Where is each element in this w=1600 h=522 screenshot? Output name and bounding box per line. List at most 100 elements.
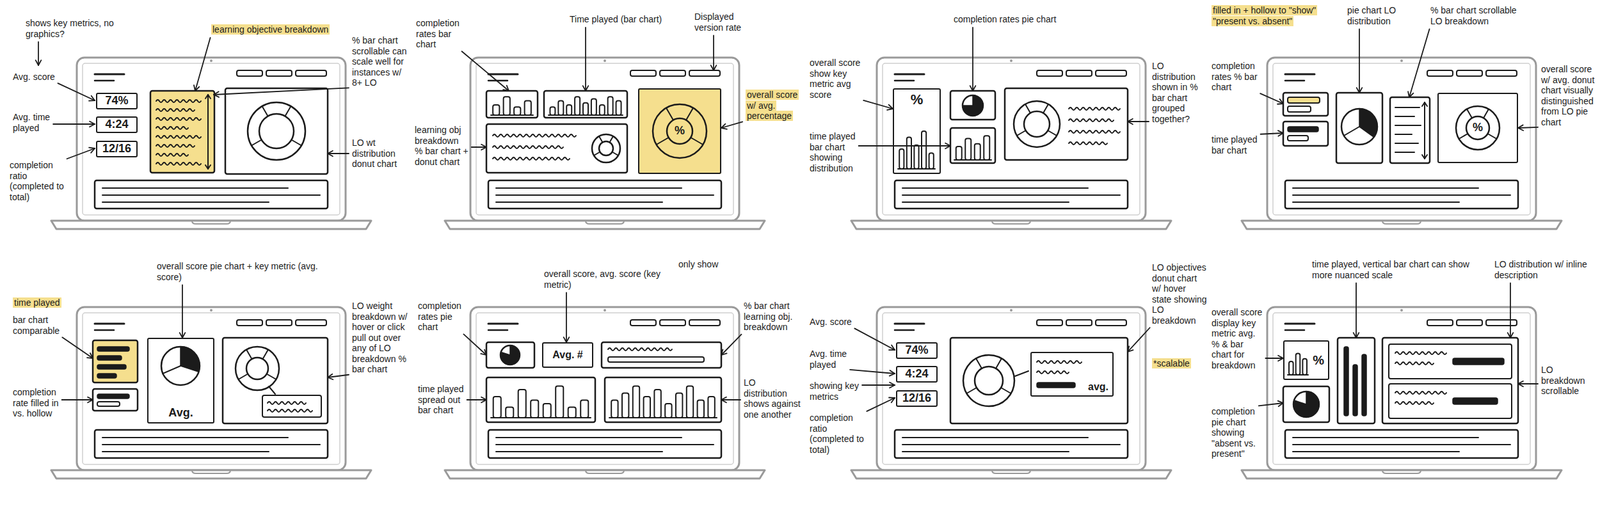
sketch-box (707, 396, 715, 418)
annotation: time played (12, 297, 68, 309)
leader-arrowhead (713, 65, 717, 71)
annotation-text: filled in + hollow to "show" "present vs… (1211, 5, 1318, 27)
scribble-text (156, 153, 189, 157)
metric-value: Avg. # (552, 349, 583, 361)
leader-arrowhead (1518, 384, 1524, 387)
annotation-text: Time played (bar chart) (569, 14, 662, 25)
chart-circle (259, 113, 294, 149)
leader-line (471, 146, 487, 148)
metric-box: 74% (96, 92, 138, 110)
leader-arrowhead (89, 121, 95, 125)
sketch-line (1285, 329, 1305, 332)
chart-circle (592, 134, 621, 163)
sketch-line (94, 323, 125, 326)
sketch-line (894, 73, 925, 76)
sketch-box (555, 386, 564, 419)
sketch-line (612, 152, 619, 157)
sketch-line (656, 137, 669, 145)
sketch-box (1361, 354, 1367, 416)
leader-arrowhead (327, 374, 333, 378)
leader-arrowhead (327, 153, 333, 157)
annotation: completion rates pie chart (953, 14, 1069, 25)
leader-line (854, 328, 895, 351)
annotation: Time played (bar chart) (569, 14, 685, 25)
leader-arrowhead (179, 332, 183, 338)
sketch-line (1292, 187, 1479, 189)
annotation: completion rates % bar chart (1211, 60, 1266, 93)
laptop-screen (82, 312, 340, 465)
laptop-base (1241, 470, 1562, 479)
scribble-text (156, 108, 195, 112)
laptop-screen (882, 312, 1140, 465)
sketch-box (1285, 430, 1519, 459)
sketch-box (486, 377, 596, 423)
leader-line (862, 384, 895, 386)
chart-circle (963, 355, 1015, 407)
annotation: showing key metrics (809, 380, 868, 402)
annotation-text: % bar chart scrollable can scale well fo… (352, 35, 408, 88)
metric-value: 4:24 (104, 118, 128, 132)
leader-arrowhead (1278, 401, 1284, 404)
leader-line (327, 152, 349, 155)
sketch-line (1025, 104, 1031, 114)
leader-arrowhead (193, 85, 196, 91)
metric-value: % (674, 124, 685, 138)
annotation: overall score show key metric avg score (809, 57, 871, 100)
sketch-line (686, 108, 694, 121)
leader-line (213, 87, 349, 95)
leader-arrowhead (1278, 130, 1284, 134)
annotation-text: Avg. time played (809, 348, 847, 370)
sketch-line (1483, 109, 1489, 119)
sketch-box (295, 320, 327, 326)
sketch-box (1283, 121, 1328, 146)
annotation-text: overall score display key metric avg. % … (1211, 307, 1263, 371)
annotation: completion pie chart showing "absent vs.… (1211, 406, 1266, 460)
sketch-box (950, 90, 996, 120)
annotation: time played spread out bar chart (417, 384, 468, 416)
leader-arrowhead (887, 108, 893, 111)
sketch-box (921, 131, 927, 169)
sketch-box (92, 389, 138, 411)
sketch-box (894, 430, 1128, 459)
leader-line (1127, 327, 1151, 352)
leader-arrowhead (481, 397, 487, 400)
sketch-line (1285, 73, 1315, 76)
scribble-text (608, 348, 672, 351)
leader-arrowhead (585, 85, 589, 91)
sketch-box (604, 377, 722, 423)
sketch-box (1388, 344, 1512, 379)
sketch-box (632, 386, 640, 419)
laptop-lid (76, 307, 346, 471)
sketch-line (94, 73, 125, 76)
annotation-text: overall score, avg. score (key metric) (544, 268, 661, 290)
leader-line (62, 399, 93, 401)
pie-wedge (1293, 391, 1320, 418)
chart-circle (599, 141, 614, 156)
chart-circle (666, 118, 693, 144)
leader-arrowhead (88, 99, 95, 102)
laptop-lid (1267, 57, 1536, 221)
leader-line (584, 27, 587, 91)
leader-arrowhead (945, 143, 951, 146)
sketch-box (583, 103, 589, 116)
scribble-text (1036, 360, 1082, 364)
sketch-box (659, 320, 686, 326)
sketch-line (262, 106, 269, 117)
sketch-box (591, 98, 597, 116)
metric-value: % (1472, 121, 1483, 135)
sketch-box (1036, 320, 1063, 326)
scribble-text (1068, 142, 1108, 145)
leader-arrowhead (213, 91, 219, 95)
sketch-line (609, 417, 717, 419)
leader-line (195, 37, 211, 91)
metric-box: % (1283, 340, 1330, 381)
annotation: completion ratio (completed to total) (809, 412, 868, 456)
annotation: time played bar chart showing distributi… (809, 131, 871, 174)
sketch-line (94, 329, 114, 332)
leader-line (863, 100, 893, 109)
sketch-line (496, 187, 682, 189)
sketch-line (490, 417, 591, 419)
leader-arrowhead (889, 382, 895, 386)
annotation: LO wt distribution donut chart (352, 137, 413, 170)
sketch-box (983, 135, 990, 160)
